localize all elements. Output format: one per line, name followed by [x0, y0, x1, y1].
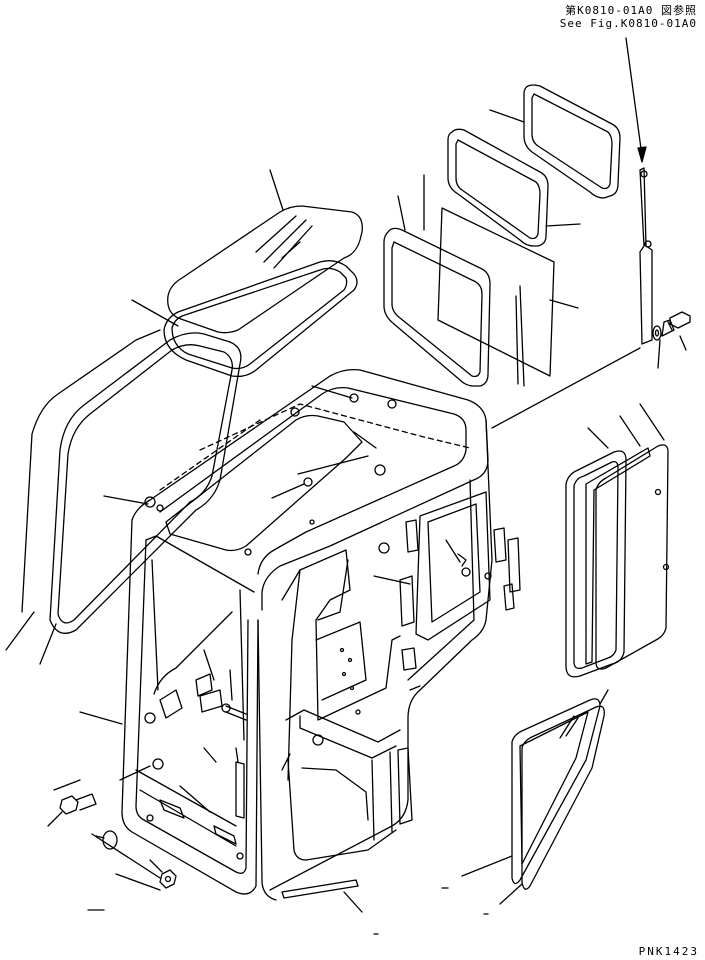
- front-bolt[interactable]: [48, 794, 96, 826]
- rear-glass-panel[interactable]: [424, 175, 578, 386]
- bottom-trim-strip[interactable]: [282, 880, 362, 912]
- right-side-glass[interactable]: [596, 404, 669, 669]
- roof-window-seal[interactable]: [132, 261, 357, 377]
- leader-lines: [54, 348, 640, 934]
- washer[interactable]: [653, 326, 661, 368]
- right-side-window-seal[interactable]: [566, 428, 626, 677]
- bolt[interactable]: [662, 312, 690, 350]
- front-windshield-seal[interactable]: [6, 330, 241, 664]
- lower-right-seal[interactable]: [462, 699, 600, 884]
- rear-window-frame-upper[interactable]: [490, 85, 620, 198]
- rear-window-frame-large[interactable]: [384, 196, 490, 386]
- drawing-code: PNK1423: [638, 945, 699, 958]
- right-side-window-frame[interactable]: [586, 416, 650, 664]
- nut[interactable]: [92, 834, 176, 890]
- figure-reference-jp: 第K0810-01A0 図参照: [565, 4, 697, 17]
- cab-frame[interactable]: [122, 370, 520, 900]
- figure-reference-en: See Fig.K0810-01A0: [559, 17, 697, 30]
- reference-arrow: [626, 38, 646, 162]
- plug[interactable]: [96, 831, 117, 849]
- rear-window-frame-lower[interactable]: [448, 129, 580, 246]
- wiper-rod[interactable]: [640, 168, 652, 344]
- roof-window-glass[interactable]: [168, 170, 363, 333]
- lower-right-glass[interactable]: [500, 690, 608, 904]
